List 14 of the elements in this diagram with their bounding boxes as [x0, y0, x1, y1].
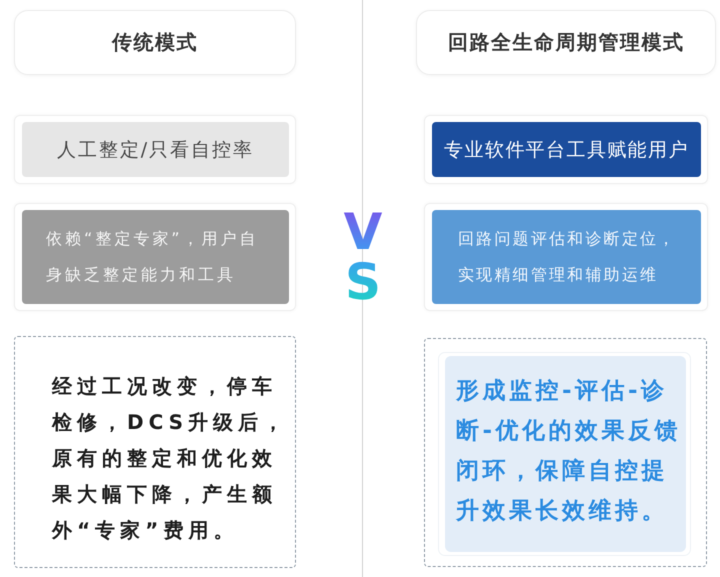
- dashed-frame: [424, 338, 707, 567]
- label-panel: 人工整定/只看自控率: [22, 122, 289, 177]
- label-panel: 依赖“整定专家”，用户自身缺乏整定能力和工具: [22, 210, 289, 304]
- card-frame: [14, 115, 296, 184]
- label-panel: 回路问题评估和诊断定位，实现精细管理和辅助运维: [432, 210, 701, 304]
- dashed-frame: [14, 336, 296, 568]
- note-text: 经过工况改变，停车检修，DCS升级后，原有的整定和优化效果大幅下降，产生额外“专家”费用。: [52, 373, 290, 544]
- label-panel: 专业软件平台工具赋能用户: [432, 122, 701, 177]
- heading-card: 回路全生命周期管理模式: [416, 10, 716, 75]
- highlight-panel: 形成监控-评估-诊断-优化的效果反馈闭环，保障自控提升效果长效维持。: [445, 356, 686, 552]
- heading-card: 传统模式: [14, 10, 296, 75]
- card-frame: [14, 203, 296, 311]
- card-frame: [424, 203, 708, 311]
- card-frame: [424, 115, 708, 184]
